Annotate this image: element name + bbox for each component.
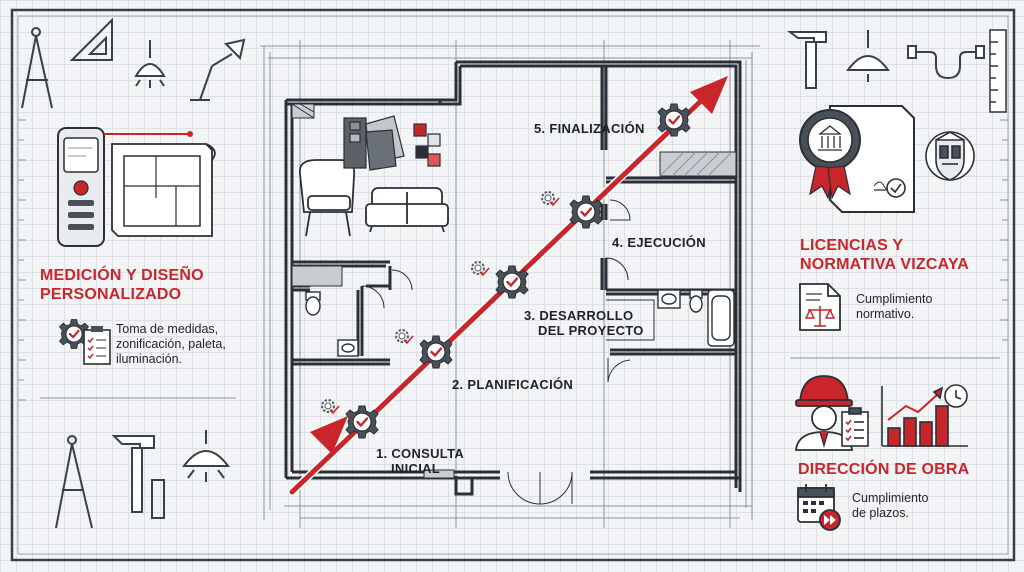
measurement-desc-line1: Toma de medidas, xyxy=(116,322,219,336)
coat-of-arms-icon xyxy=(925,131,975,181)
step-gear-4-icon xyxy=(568,194,604,230)
pendant-lamp-icon xyxy=(134,40,166,88)
hammer-icon xyxy=(111,435,165,519)
step-2-label: 2. PLANIFICACIÓN xyxy=(452,377,573,392)
licencias-desc-line2: normativo. xyxy=(856,307,915,321)
measurement-title-line1: MEDICIÓN Y DISEÑO xyxy=(40,267,204,284)
document-scale-icon xyxy=(799,283,841,331)
step-5-line1: 5. FINALIZACIÓN xyxy=(534,121,645,136)
step-3-label: 3. DESARROLLO DEL PROYECTO xyxy=(524,308,644,338)
licencias-title-line2: NORMATIVA VIZCAYA xyxy=(800,256,970,273)
step-2-line1: 2. PLANIFICACIÓN xyxy=(452,377,574,392)
desk-lamp-icon xyxy=(190,38,246,101)
licencias-title: LICENCIAS Y NORMATIVA VIZCAYA xyxy=(800,236,969,274)
step-1-label: 1. CONSULTA INICIAL xyxy=(376,446,464,476)
direccion-desc-line1: Cumplimiento xyxy=(852,491,929,505)
measurement-title: MEDICIÓN Y DISEÑO PERSONALIZADO xyxy=(40,266,204,304)
laser-meter-icon xyxy=(57,127,193,247)
step-gear-5-icon xyxy=(656,102,692,138)
measurement-title-line2: PERSONALIZADO xyxy=(40,286,182,303)
right-ruler-icon xyxy=(989,29,1007,113)
licencias-desc-line1: Cumplimiento xyxy=(856,292,933,306)
sofa-icon xyxy=(365,187,449,233)
floor-plan-icon xyxy=(111,143,216,237)
step-1-line2: INICIAL xyxy=(391,461,441,476)
sink-2-icon xyxy=(657,289,681,309)
step-4-line1: 4. EJECUCIÓN xyxy=(612,235,706,250)
drafting-compass-icon xyxy=(21,27,53,109)
bathtub-icon xyxy=(707,289,735,347)
direccion-description: Cumplimiento de plazos. xyxy=(852,491,928,521)
armchair-icon xyxy=(298,159,356,237)
growth-chart-icon xyxy=(881,384,968,447)
direccion-desc-line2: de plazos. xyxy=(852,506,909,520)
certificate-seal-icon xyxy=(799,105,915,213)
gears-checklist-icon xyxy=(58,318,111,365)
sink-icon xyxy=(337,339,359,357)
pipe-icon xyxy=(907,45,985,80)
ceiling-lamp-icon xyxy=(182,430,230,482)
toilet-2-icon xyxy=(689,289,703,313)
step-3-line2: DEL PROYECTO xyxy=(538,323,644,338)
measurement-desc-line3: iluminación. xyxy=(116,352,183,366)
measurement-desc-line2: zonificación, paleta, xyxy=(116,337,226,351)
step-3-line1: 3. DESARROLLO xyxy=(524,308,634,323)
step-gear-1-icon xyxy=(344,404,380,440)
toilet-icon xyxy=(305,291,321,316)
step-1-line1: 1. CONSULTA xyxy=(376,446,465,461)
set-square-icon xyxy=(69,17,113,61)
licencias-title-line1: LICENCIAS Y xyxy=(800,237,904,254)
floor-plan-details xyxy=(291,103,737,505)
right-pendant-lamp-icon xyxy=(846,30,890,82)
step-gear-2-icon xyxy=(418,334,454,370)
divider-compass-icon xyxy=(55,435,93,529)
color-swatches-icon xyxy=(343,115,441,171)
clipboard-icon xyxy=(841,407,869,447)
engineer-icon xyxy=(794,375,854,451)
right-hammer-icon xyxy=(787,31,827,89)
direccion-title: DIRECCIÓN DE OBRA xyxy=(798,461,970,478)
measurement-description: Toma de medidas, zonificación, paleta, i… xyxy=(116,322,226,367)
calendar-fast-icon xyxy=(797,484,841,531)
step-4-label: 4. EJECUCIÓN xyxy=(612,235,706,250)
licencias-description: Cumplimiento normativo. xyxy=(856,292,932,322)
step-5-label: 5. FINALIZACIÓN xyxy=(534,121,645,136)
step-gear-3-icon xyxy=(494,264,530,300)
